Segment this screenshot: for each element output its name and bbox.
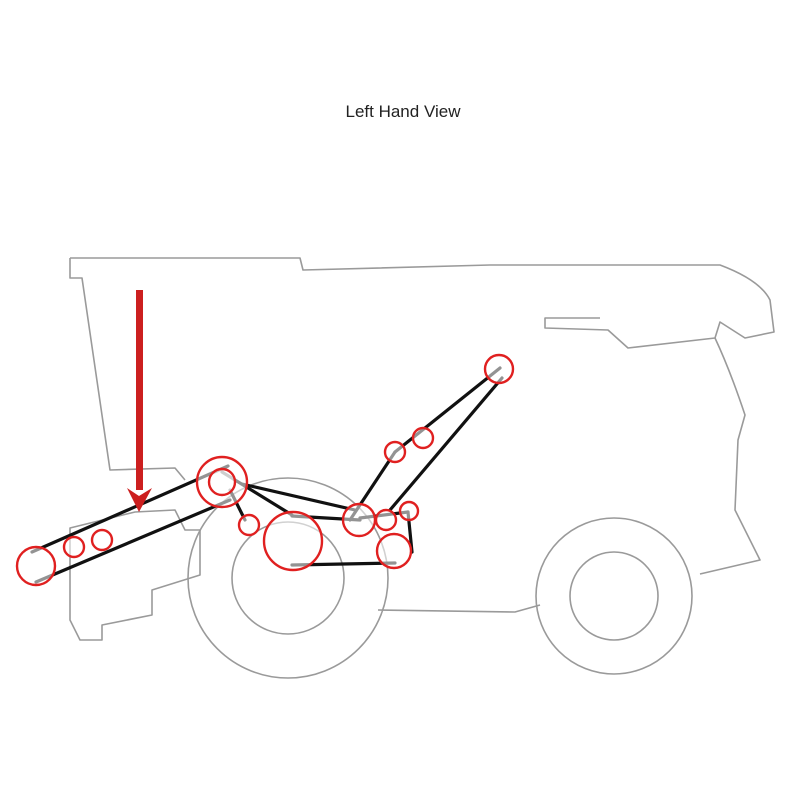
pulley (15, 545, 57, 587)
pulley (483, 353, 515, 385)
pulley (90, 528, 114, 552)
red-down-arrow-icon (127, 290, 152, 512)
rear-wheel-rim (569, 551, 659, 641)
pulley (207, 467, 237, 497)
belt-segment (30, 464, 230, 554)
pulley (237, 513, 261, 537)
combine-outline (69, 257, 775, 679)
pulley (262, 510, 324, 572)
pulley (383, 440, 407, 464)
body-rear-outline (699, 337, 761, 575)
pulley-group (15, 353, 515, 587)
grain-tank-outline (70, 257, 775, 349)
feeder-house-outline (69, 258, 186, 481)
pulley (398, 500, 420, 522)
front-wheel-tire (187, 477, 389, 679)
pulley (62, 535, 86, 559)
belt-segment (393, 366, 502, 454)
belt-segment (388, 376, 504, 512)
front-lower-outline (69, 509, 201, 641)
pulley (374, 508, 398, 532)
belt-segment (240, 482, 357, 512)
belt-segment (34, 498, 232, 584)
view-title: Left Hand View (345, 102, 461, 121)
pulley (411, 426, 435, 450)
pulley (341, 502, 377, 538)
pulley (375, 532, 413, 570)
rear-wheel-tire (535, 517, 693, 675)
frame-bottom-outline (377, 604, 541, 613)
